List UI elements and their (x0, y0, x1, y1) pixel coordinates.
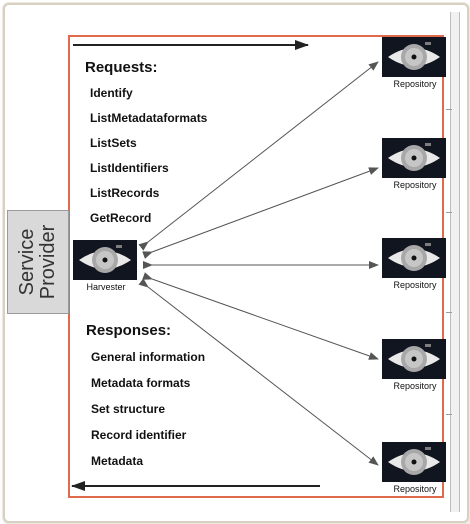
disk-icon (382, 238, 446, 278)
repository-node: Repository (380, 339, 450, 397)
requests-list: Requests: Identify ListMetadataformats L… (85, 59, 207, 236)
response-item: Metadata (91, 454, 144, 468)
repository-label: Repository (393, 484, 437, 494)
repository-label: Repository (393, 180, 437, 190)
request-item: Identify (90, 86, 133, 100)
request-item: ListIdentifiers (90, 161, 169, 175)
requests-heading: Requests: (85, 59, 158, 76)
service-provider-label: Service Provider (16, 224, 60, 300)
right-rail (450, 12, 460, 512)
rail-tick (446, 212, 452, 213)
service-provider-label-line-2: Provider (37, 224, 60, 300)
rail-tick (446, 109, 452, 110)
disk-icon (73, 240, 137, 280)
responses-list: Responses: General information Metadata … (86, 322, 205, 480)
disk-icon (382, 37, 446, 77)
disk-icon-graphic (388, 243, 440, 271)
rail-tick (446, 312, 452, 313)
service-provider-label-line-1: Service (16, 228, 39, 296)
request-item: ListSets (90, 136, 137, 150)
repository-label: Repository (393, 79, 437, 89)
repository-node: Repository (380, 442, 450, 500)
response-item: Record identifier (91, 428, 187, 442)
service-provider-tab: Service Provider (7, 210, 69, 314)
disk-icon-graphic (79, 245, 131, 273)
response-item: Set structure (91, 402, 166, 416)
response-item: General information (91, 350, 206, 364)
disk-icon (382, 138, 446, 178)
disk-icon-graphic (388, 143, 440, 171)
disk-icon (382, 442, 446, 482)
disk-icon-graphic (388, 447, 440, 475)
repository-label: Repository (393, 381, 437, 391)
disk-icon-graphic (388, 344, 440, 372)
request-item: ListMetadataformats (90, 111, 208, 125)
disk-icon-graphic (388, 42, 440, 70)
repository-node: Repository (380, 37, 450, 95)
repository-label: Repository (393, 280, 437, 290)
responses-heading: Responses: (86, 322, 172, 339)
repository-node: Repository (380, 238, 450, 296)
rail-tick (446, 414, 452, 415)
repository-node: Repository (380, 138, 450, 196)
harvester-node: Harvester (71, 240, 141, 298)
request-item: ListRecords (90, 186, 160, 200)
harvester-label: Harvester (86, 282, 126, 292)
request-item: GetRecord (90, 211, 152, 225)
disk-icon (382, 339, 446, 379)
response-item: Metadata formats (91, 376, 191, 390)
